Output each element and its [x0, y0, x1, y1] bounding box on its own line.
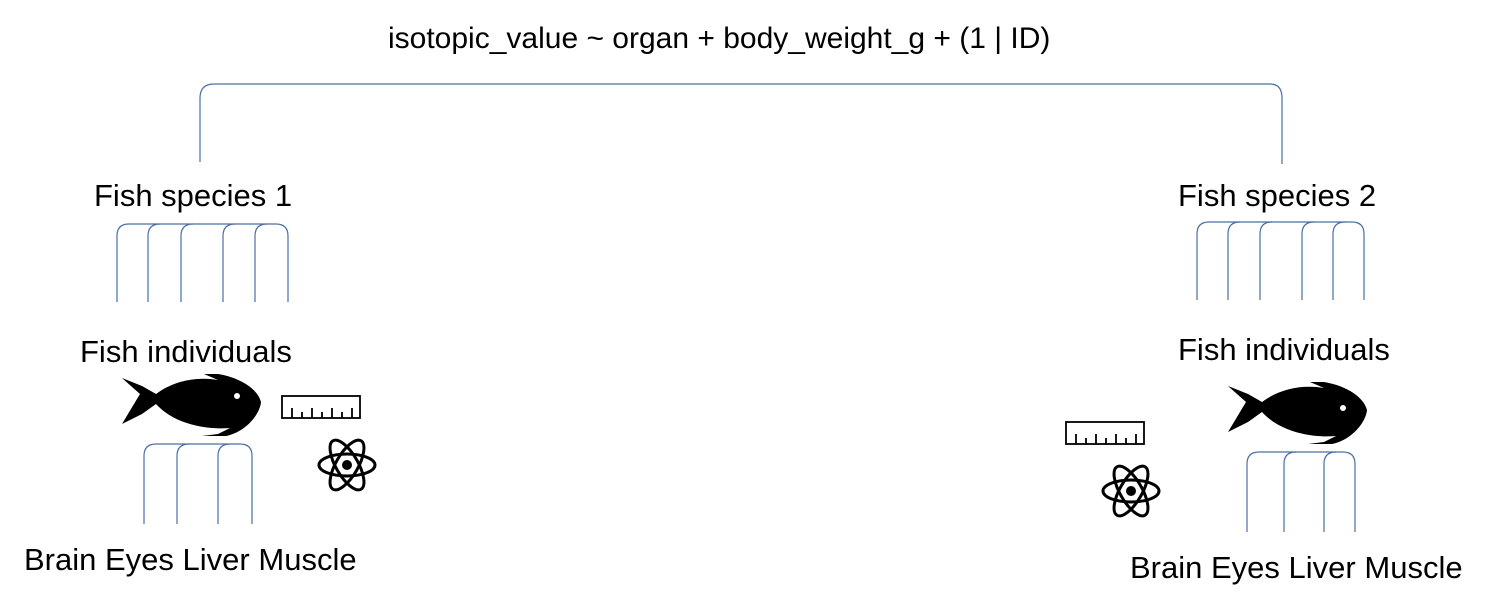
ruler-icon — [281, 395, 361, 419]
species1-individual-connectors — [116, 223, 289, 302]
species2-individual-connectors — [1196, 221, 1365, 300]
ruler-icon — [1065, 421, 1145, 445]
organ-label-liver: Liver — [182, 542, 250, 577]
species-1-organs-row: Brain Eyes Liver Muscle — [24, 544, 357, 575]
atom-icon — [1101, 464, 1161, 518]
atom-icon — [317, 438, 377, 492]
species-1-label: Fish species 1 — [94, 178, 293, 213]
model-formula: isotopic_value ~ organ + body_weight_g +… — [388, 22, 1051, 55]
organ-label-brain: Brain — [1130, 550, 1203, 585]
fish-icon — [122, 374, 261, 436]
organ-label-muscle: Muscle — [258, 542, 357, 577]
species-2-organs-row: Brain Eyes Liver Muscle — [1130, 552, 1463, 583]
organ-label-eyes: Eyes — [1211, 550, 1280, 585]
species2-organ-connectors — [1246, 451, 1356, 532]
species-1-individuals-label: Fish individuals — [80, 334, 292, 369]
species-2-individuals-label: Fish individuals — [1178, 332, 1390, 367]
organ-label-muscle: Muscle — [1364, 550, 1463, 585]
species1-organ-connectors — [143, 443, 253, 524]
species-bracket — [199, 83, 1283, 164]
organ-label-eyes: Eyes — [105, 542, 174, 577]
species-2-label: Fish species 2 — [1178, 178, 1377, 213]
fish-icon — [1228, 382, 1367, 444]
organ-label-brain: Brain — [24, 542, 97, 577]
organ-label-liver: Liver — [1288, 550, 1356, 585]
